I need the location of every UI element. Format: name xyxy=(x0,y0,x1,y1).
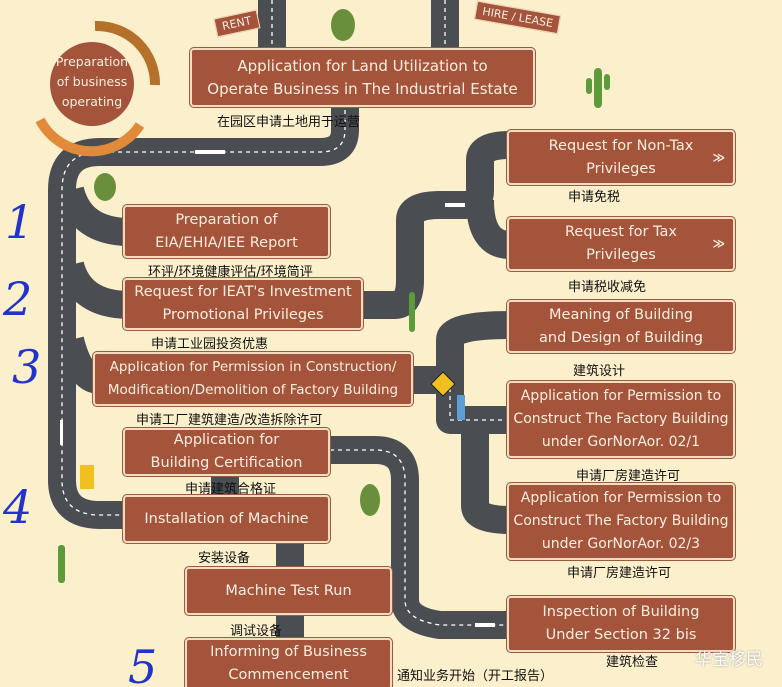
crossroad-sign-icon xyxy=(430,371,456,397)
step-label: Preparation of EIA/EHIA/IEE Report xyxy=(155,211,298,251)
traffic-light-icon xyxy=(80,465,94,489)
handwritten-number: 2 xyxy=(3,272,33,326)
step-non-tax-privileges[interactable]: Request for Non-Tax Privileges ≫ xyxy=(506,129,736,186)
step-cn-label: 申请税收减免 xyxy=(568,280,647,295)
step-label: Application for Permission to Construct … xyxy=(513,388,729,450)
step-label: Request for IEAT's Investment Promotiona… xyxy=(134,284,352,323)
step-label: Installation of Machine xyxy=(144,510,309,527)
step-label: Application for Land Utilization to Oper… xyxy=(207,56,518,98)
step-cn-label: 申请厂房建造许可 xyxy=(567,566,672,581)
step-machine-installation[interactable]: Installation of Machine xyxy=(122,494,331,544)
expand-chevron-icon[interactable]: ≫ xyxy=(712,150,725,164)
car-icon xyxy=(457,395,465,420)
step-cn-label: 通知业务开始（开工报告） xyxy=(397,669,554,684)
shrub-icon xyxy=(94,9,380,516)
step-cn-label: 建筑设计 xyxy=(573,364,626,379)
step-eia-report[interactable]: Preparation of EIA/EHIA/IEE Report xyxy=(122,204,331,259)
step-cn-label: 申请工业园投资优惠 xyxy=(151,337,269,352)
step-cn-label: 建筑检查 xyxy=(606,655,659,670)
section-badge: Preparation of business operating xyxy=(55,54,129,109)
cactus-icon xyxy=(58,292,415,583)
step-building-design[interactable]: Meaning of Building and Design of Buildi… xyxy=(506,299,736,354)
step-label: Application for Permission to Construct … xyxy=(513,490,729,552)
step-construction-permission[interactable]: Application for Permission in Constructi… xyxy=(92,351,414,407)
step-cn-label: 环评/环境健康评估/环境简评 xyxy=(148,265,313,280)
watermark: 华宝移民 xyxy=(695,650,763,670)
step-ieat-privileges[interactable]: Request for IEAT's Investment Promotiona… xyxy=(122,277,364,331)
step-label: Machine Test Run xyxy=(225,582,352,599)
step-land-utilization[interactable]: Application for Land Utilization to Oper… xyxy=(189,47,536,108)
step-label: Request for Tax Privileges xyxy=(565,224,677,263)
step-cn-label: 申请工厂建筑建造/改造拆除许可 xyxy=(136,413,323,428)
step-permission-gna-02-3[interactable]: Application for Permission to Construct … xyxy=(506,482,736,561)
direction-arrows xyxy=(60,150,495,627)
step-business-commencement[interactable]: Informing of Business Commencement xyxy=(184,637,393,687)
step-building-inspection[interactable]: Inspection of Building Under Section 32 … xyxy=(506,595,736,653)
step-label: Request for Non-Tax Privileges xyxy=(548,137,694,177)
step-label: Application for Building Certification xyxy=(150,432,303,471)
step-cn-label: 申请厂房建造许可 xyxy=(576,469,681,484)
badge-circle xyxy=(50,42,134,126)
step-cn-label: 申请免税 xyxy=(568,190,621,205)
step-cn-label: 调试设备 xyxy=(230,624,283,639)
step-cn-label: 在园区申请土地用于运营 xyxy=(217,115,361,130)
step-cn-label: 安装设备 xyxy=(198,551,251,566)
step-label: Informing of Business Commencement xyxy=(210,644,367,683)
step-label: Application for Permission in Constructi… xyxy=(107,359,399,398)
cactus-icon xyxy=(586,68,610,108)
badge-ring xyxy=(35,20,161,157)
step-tax-privileges[interactable]: Request for Tax Privileges ≫ xyxy=(506,216,736,272)
step-label: Inspection of Building Under Section 32 … xyxy=(542,604,700,643)
step-machine-test-run[interactable]: Machine Test Run xyxy=(184,566,393,616)
step-permission-gna-02-1[interactable]: Application for Permission to Construct … xyxy=(506,380,736,459)
handwritten-number: 5 xyxy=(128,640,158,687)
step-label: Meaning of Building and Design of Buildi… xyxy=(539,306,703,346)
step-building-certification[interactable]: Application for Building Certification xyxy=(122,427,331,477)
handwritten-number: 3 xyxy=(12,340,42,394)
expand-chevron-icon[interactable]: ≫ xyxy=(712,236,725,251)
handwritten-number: 4 xyxy=(3,480,33,534)
handwritten-number: 1 xyxy=(5,195,35,249)
step-cn-label: 申请建筑合格证 xyxy=(185,482,277,497)
